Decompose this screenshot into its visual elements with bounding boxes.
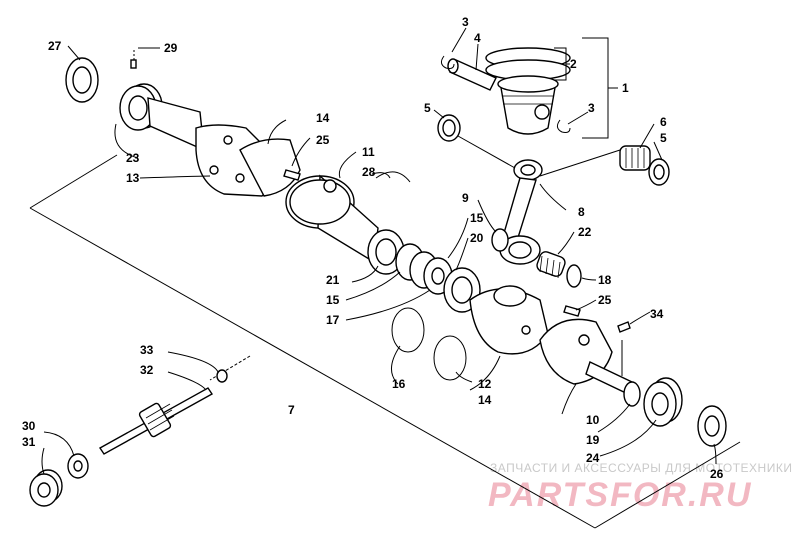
leader-lines — [41, 27, 717, 475]
callout-12: 12 — [478, 377, 492, 391]
washer-19 — [623, 381, 641, 407]
callout-10: 10 — [586, 413, 600, 427]
callout-15-right: 15 — [470, 211, 484, 225]
callout-33: 33 — [140, 343, 154, 357]
connecting-rod — [491, 159, 582, 288]
watermark-brand: PARTSFOR.RU — [488, 476, 752, 514]
callout-labels: 1 2 3 3 4 5 5 6 7 8 9 10 11 12 13 14 14 … — [22, 15, 724, 481]
screw-25-right — [563, 305, 581, 317]
callout-26: 26 — [710, 467, 724, 481]
key-34 — [617, 321, 631, 333]
bearing-30 — [29, 469, 63, 507]
crankshaft-center-11 — [285, 174, 379, 264]
callout-20: 20 — [470, 231, 484, 245]
seal-ring-16-b — [433, 335, 467, 381]
callout-1: 1 — [622, 81, 629, 95]
callout-22: 22 — [578, 225, 592, 239]
callout-28: 28 — [362, 165, 376, 179]
callout-4: 4 — [474, 31, 481, 45]
seal-ring-28 — [375, 171, 411, 183]
callout-27: 27 — [48, 39, 62, 53]
callout-23: 23 — [126, 151, 140, 165]
callout-30: 30 — [22, 419, 36, 433]
callout-24: 24 — [586, 451, 600, 465]
callout-2: 2 — [570, 57, 577, 71]
callout-11: 11 — [362, 145, 375, 159]
seal-ring-16-a — [391, 307, 425, 353]
oil-seal-27 — [65, 57, 99, 103]
callout-18: 18 — [598, 273, 612, 287]
callout-5-left: 5 — [424, 101, 431, 115]
callout-6: 6 — [660, 115, 667, 129]
main-bearing-21 — [367, 229, 405, 275]
callout-9: 9 — [462, 191, 469, 205]
piston-assembly — [440, 47, 571, 135]
callout-25-right: 25 — [598, 293, 612, 307]
woodruff-key-29 — [130, 59, 137, 69]
callout-8: 8 — [578, 205, 585, 219]
callout-13: 13 — [126, 171, 140, 185]
crankshaft-half-10 — [539, 318, 633, 395]
callout-32: 32 — [140, 363, 154, 377]
callout-17: 17 — [326, 313, 340, 327]
callout-7: 7 — [288, 403, 295, 417]
oil-seal-26 — [697, 405, 727, 447]
callout-15-left: 15 — [326, 293, 340, 307]
callout-25-top: 25 — [316, 133, 330, 147]
bearing-24 — [643, 377, 683, 427]
callout-31: 31 — [22, 435, 36, 449]
callout-34: 34 — [650, 307, 664, 321]
watermark-tagline: ЗАПЧАСТИ И АКСЕССУАРЫ ДЛЯ МОТОТЕХНИКИ — [490, 461, 792, 475]
screw-25-left — [283, 169, 301, 181]
needle-bearing-6 — [619, 145, 651, 171]
callout-3-right: 3 — [588, 101, 595, 115]
counterweight-14-left — [239, 138, 301, 197]
washer-33 — [216, 369, 228, 383]
callout-14-top: 14 — [316, 111, 330, 125]
crank-web-12 — [469, 285, 549, 355]
callout-16: 16 — [392, 377, 406, 391]
drive-shaft-32 — [98, 355, 251, 455]
callout-3-top: 3 — [462, 15, 469, 29]
callout-5-right: 5 — [660, 131, 667, 145]
callout-29: 29 — [164, 41, 178, 55]
callout-19: 19 — [586, 433, 600, 447]
crankshaft-half-13 — [147, 97, 274, 197]
callout-21: 21 — [326, 273, 340, 287]
bracket-1-2 — [554, 37, 618, 139]
callout-14-bottom: 14 — [478, 393, 492, 407]
